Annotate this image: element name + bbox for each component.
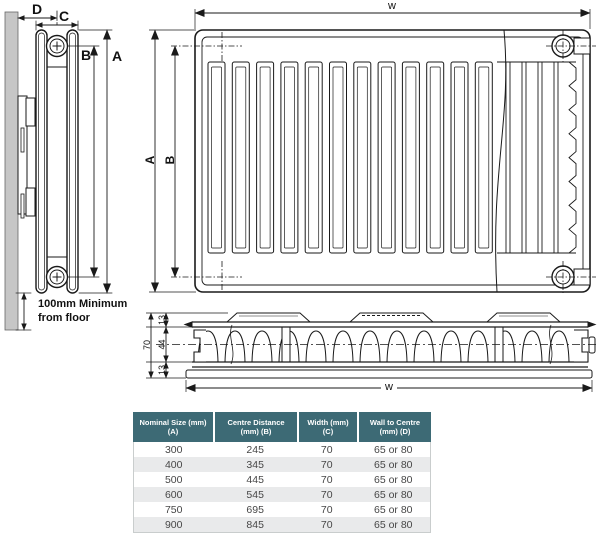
cell-centre-distance: 445 — [246, 473, 264, 486]
floor-note-line1: 100mm Minimum — [38, 298, 127, 310]
section-fins — [197, 330, 570, 363]
front-label-b: B — [163, 155, 177, 164]
cell-width: 70 — [320, 503, 333, 516]
cell-width: 70 — [320, 443, 333, 456]
section-dims — [146, 312, 228, 379]
technical-drawing: D C B A 100mm Minimum from floor — [4, 0, 599, 393]
table-row: 500 445 70 65 or 80 — [134, 472, 430, 487]
table-row: 750 695 70 65 or 80 — [134, 502, 430, 517]
cell-width: 70 — [320, 458, 333, 471]
col-header-centre-distance: Centre Distance (mm) (B) — [213, 412, 297, 442]
section-view: 70 13 44 13 w — [142, 312, 599, 393]
cell-centre-distance: 545 — [246, 488, 264, 501]
dim-a-front — [149, 29, 196, 293]
table-row: 400 345 70 65 or 80 — [134, 457, 430, 472]
section-front-panel — [185, 361, 593, 379]
table-row: 600 545 70 65 or 80 — [134, 487, 430, 502]
cell-width: 70 — [320, 488, 333, 501]
side-label-a: A — [112, 48, 122, 64]
cell-wall-to-centre: 65 or 80 — [373, 473, 413, 486]
fin-zigzag-edge — [568, 61, 577, 254]
front-label-a: A — [143, 155, 157, 164]
cell-centre-distance: 845 — [246, 518, 264, 531]
side-label-d: D — [32, 1, 42, 17]
spec-table-header-row: Nominal Size (mm) (A) Centre Distance (m… — [133, 412, 431, 442]
left-tapping-centrelines — [171, 32, 242, 291]
spec-table-body: 300 245 70 65 or 80 400 345 70 65 or 80 … — [133, 442, 431, 533]
dim-c — [35, 20, 79, 31]
side-view: D C B A 100mm Minimum from floor — [4, 1, 127, 331]
dim-a-side — [78, 29, 113, 294]
cell-centre-distance: 695 — [246, 503, 264, 516]
cell-wall-to-centre: 65 or 80 — [373, 518, 413, 531]
section-label-13-top: 13 — [157, 315, 167, 325]
floor-note-line2: from floor — [38, 312, 91, 324]
dim-b-side — [67, 45, 100, 278]
cell-nominal-size: 900 — [164, 518, 183, 531]
section-label-13-bottom: 13 — [157, 365, 167, 375]
section-back-panel — [183, 312, 597, 328]
section-endcap-left — [193, 329, 206, 363]
side-tapping-top — [45, 34, 69, 58]
section-endcap-right — [574, 329, 589, 363]
cell-wall-to-centre: 65 or 80 — [373, 443, 413, 456]
table-row: 300 245 70 65 or 80 — [134, 442, 430, 457]
side-label-c: C — [59, 8, 69, 24]
spec-table: Nominal Size (mm) (A) Centre Distance (m… — [133, 412, 431, 533]
side-tapping-bottom — [45, 265, 69, 289]
cell-centre-distance: 345 — [246, 458, 264, 471]
radiator-side-panels — [35, 29, 79, 294]
dim-floor — [15, 292, 32, 331]
col-header-wall-to-centre: Wall to Centre (mm) (D) — [357, 412, 431, 442]
label-backing — [381, 380, 397, 391]
section-label-44: 44 — [157, 339, 167, 349]
front-tapping-bottom — [546, 261, 596, 293]
dim-w-front — [194, 9, 591, 29]
cell-nominal-size: 600 — [164, 488, 183, 501]
cell-centre-distance: 245 — [246, 443, 264, 456]
cell-nominal-size: 500 — [164, 473, 183, 486]
cell-nominal-size: 300 — [164, 443, 183, 456]
cell-nominal-size: 400 — [164, 458, 183, 471]
cell-wall-to-centre: 65 or 80 — [373, 503, 413, 516]
cell-wall-to-centre: 65 or 80 — [373, 458, 413, 471]
side-label-b: B — [81, 47, 91, 63]
section-break-right — [549, 324, 553, 365]
rear-fins — [497, 61, 577, 254]
front-view: w — [143, 0, 596, 293]
section-label-w: w — [384, 381, 393, 393]
col-header-width: Width (mm) (C) — [297, 412, 357, 442]
section-label-70: 70 — [142, 340, 152, 350]
wall — [4, 11, 19, 331]
col-header-nominal-size: Nominal Size (mm) (A) — [139, 418, 207, 436]
cell-width: 70 — [320, 518, 333, 531]
cell-nominal-size: 750 — [164, 503, 183, 516]
cell-wall-to-centre: 65 or 80 — [373, 488, 413, 501]
front-tapping-top — [546, 30, 596, 62]
table-row: 900 845 70 65 or 80 — [134, 517, 430, 532]
section-stub — [588, 336, 596, 354]
wall-bracket — [17, 95, 36, 219]
front-label-w: w — [387, 0, 396, 12]
cell-width: 70 — [320, 473, 333, 486]
